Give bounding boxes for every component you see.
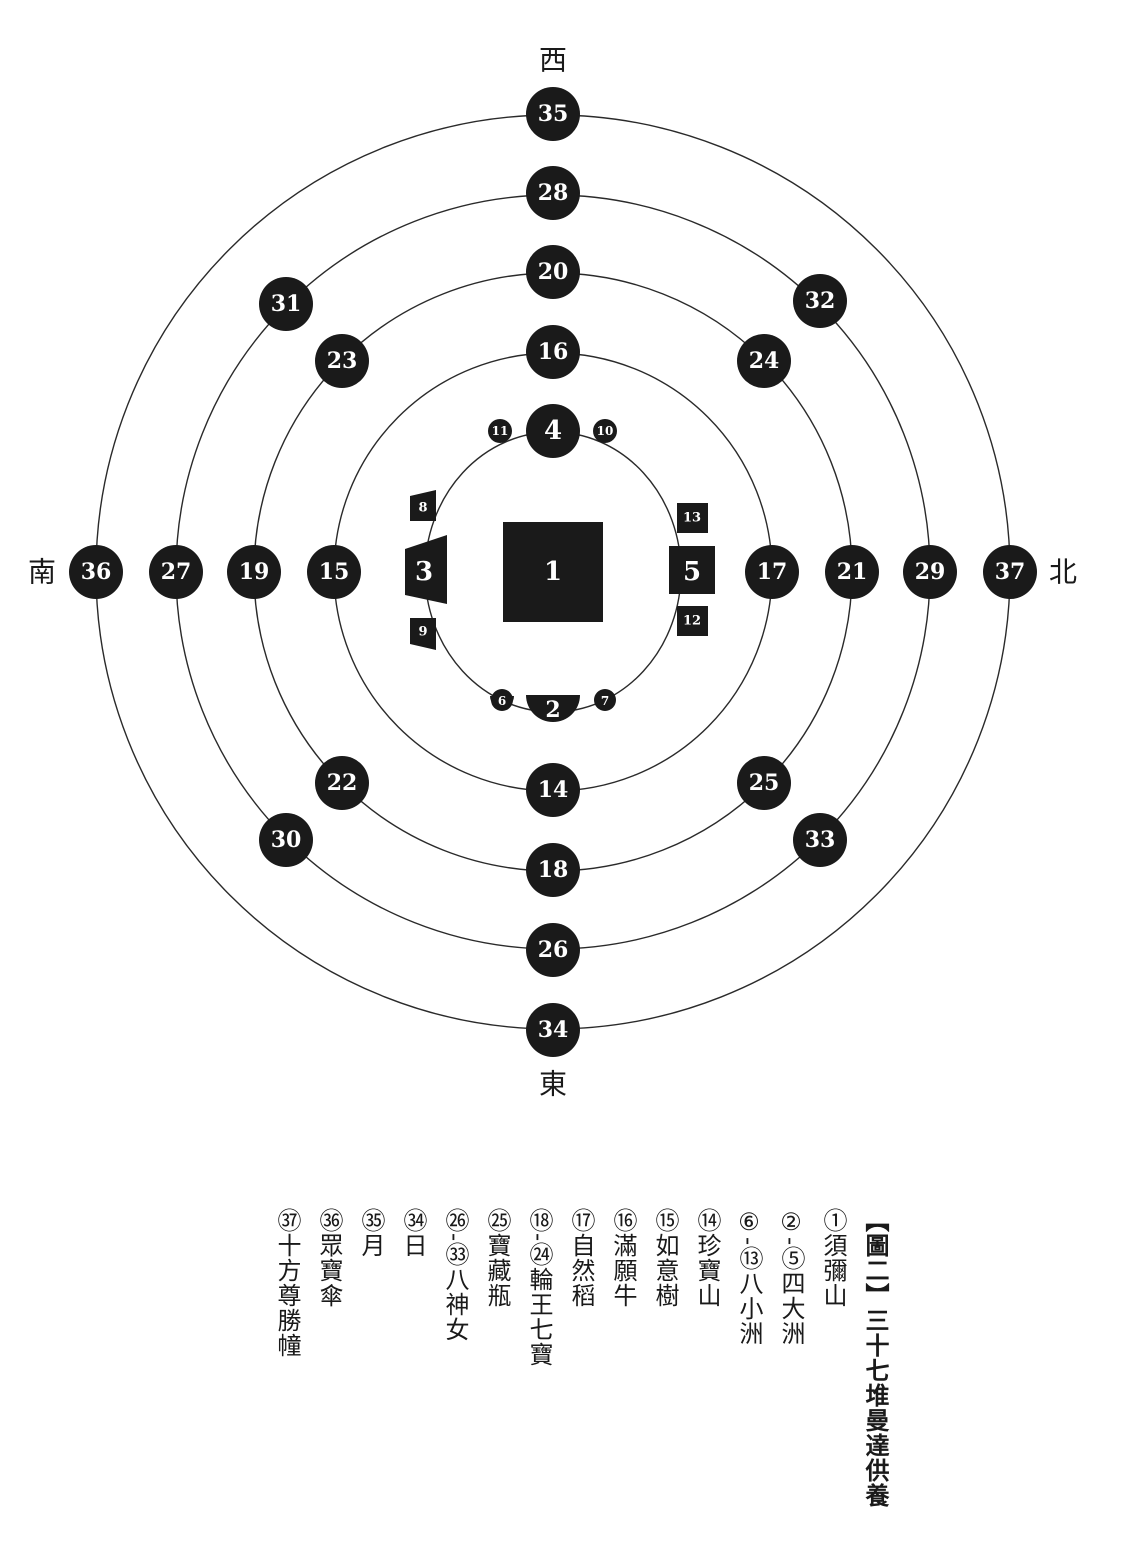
node-29: 29 bbox=[903, 545, 957, 599]
svg-text:26: 26 bbox=[538, 937, 569, 963]
svg-text:14: 14 bbox=[538, 777, 569, 803]
svg-text:28: 28 bbox=[538, 180, 569, 206]
svg-text:34: 34 bbox=[538, 1017, 569, 1043]
node-23: 23 bbox=[315, 334, 369, 388]
node-3-west-continent: 3 bbox=[405, 535, 447, 604]
svg-text:7: 7 bbox=[601, 694, 609, 708]
direction-west: 西 bbox=[539, 44, 567, 77]
svg-text:23: 23 bbox=[327, 348, 358, 374]
legend-item: ㉖-㉝八神女 bbox=[441, 1208, 469, 1343]
svg-text:37: 37 bbox=[995, 559, 1026, 585]
svg-text:5: 5 bbox=[683, 557, 701, 587]
node-12-subcontinent: 12 bbox=[677, 606, 708, 636]
svg-text:8: 8 bbox=[418, 501, 427, 516]
node-5-east-continent: 5 bbox=[669, 546, 715, 594]
direction-south: 南 bbox=[28, 556, 56, 589]
legend-item: ⑥-⑬八小洲 bbox=[735, 1208, 763, 1347]
svg-text:22: 22 bbox=[327, 770, 358, 796]
svg-text:9: 9 bbox=[418, 625, 427, 640]
node-19: 19 bbox=[227, 545, 281, 599]
svg-text:21: 21 bbox=[837, 559, 868, 585]
svg-text:20: 20 bbox=[538, 259, 569, 285]
svg-text:15: 15 bbox=[319, 559, 350, 585]
svg-text:31: 31 bbox=[271, 291, 302, 317]
svg-text:12: 12 bbox=[683, 614, 701, 629]
node-22: 22 bbox=[315, 756, 369, 810]
node-14: 14 bbox=[526, 763, 580, 817]
legend-item: ①須彌山 bbox=[819, 1208, 847, 1308]
svg-text:6: 6 bbox=[498, 694, 506, 708]
svg-text:13: 13 bbox=[683, 511, 701, 526]
legend-item: ㉟月 bbox=[357, 1208, 385, 1258]
node-11-subcontinent: 11 bbox=[488, 419, 512, 443]
legend-item: ②-⑤四大洲 bbox=[777, 1208, 805, 1347]
svg-text:24: 24 bbox=[749, 348, 780, 374]
svg-text:19: 19 bbox=[239, 559, 270, 585]
node-32: 32 bbox=[793, 274, 847, 328]
node-21: 21 bbox=[825, 545, 879, 599]
legend: 【圖二】三十七堆曼達供養 ①須彌山 ②-⑤四大洲 ⑥-⑬八小洲 ⑭珍寶山 ⑮如意… bbox=[272, 1208, 890, 1508]
node-2-south-continent: 2 bbox=[526, 695, 580, 723]
svg-text:17: 17 bbox=[757, 559, 788, 585]
node-33: 33 bbox=[793, 813, 847, 867]
svg-text:30: 30 bbox=[271, 827, 302, 853]
node-1-mount-meru: 1 bbox=[503, 522, 603, 622]
node-13-subcontinent: 13 bbox=[677, 503, 708, 533]
svg-text:25: 25 bbox=[749, 770, 780, 796]
node-35: 35 bbox=[526, 87, 580, 141]
svg-text:1: 1 bbox=[544, 557, 562, 587]
svg-text:10: 10 bbox=[597, 424, 614, 438]
node-30: 30 bbox=[259, 813, 313, 867]
svg-text:27: 27 bbox=[161, 559, 192, 585]
svg-text:11: 11 bbox=[492, 424, 509, 438]
node-17: 17 bbox=[745, 545, 799, 599]
svg-text:18: 18 bbox=[538, 857, 569, 883]
node-27: 27 bbox=[149, 545, 203, 599]
node-20: 20 bbox=[526, 245, 580, 299]
node-15: 15 bbox=[307, 545, 361, 599]
legend-item: ⑮如意樹 bbox=[651, 1208, 679, 1308]
node-24: 24 bbox=[737, 334, 791, 388]
node-26: 26 bbox=[526, 923, 580, 977]
node-4-north-continent: 4 bbox=[526, 404, 580, 458]
node-16: 16 bbox=[526, 325, 580, 379]
legend-item: ⑯滿願牛 bbox=[609, 1208, 637, 1308]
svg-text:2: 2 bbox=[545, 697, 560, 723]
legend-item: ⑱-㉔輪王七寶 bbox=[525, 1208, 553, 1368]
node-28: 28 bbox=[526, 166, 580, 220]
svg-text:32: 32 bbox=[805, 288, 836, 314]
legend-item: ㊱眾寶傘 bbox=[315, 1208, 343, 1308]
svg-text:29: 29 bbox=[915, 559, 946, 585]
svg-text:33: 33 bbox=[805, 827, 836, 853]
svg-text:35: 35 bbox=[538, 101, 569, 127]
node-10-subcontinent: 10 bbox=[593, 419, 617, 443]
legend-item: ㉕寶藏瓶 bbox=[483, 1208, 511, 1308]
node-37: 37 bbox=[983, 545, 1037, 599]
legend-item: ㊲十方尊勝幢 bbox=[273, 1208, 301, 1358]
svg-text:16: 16 bbox=[538, 339, 569, 365]
node-18: 18 bbox=[526, 843, 580, 897]
node-9-subcontinent: 9 bbox=[410, 618, 436, 650]
direction-north: 北 bbox=[1049, 556, 1077, 589]
node-6-subcontinent: 6 bbox=[490, 689, 514, 711]
direction-east: 東 bbox=[539, 1068, 567, 1101]
node-36: 36 bbox=[69, 545, 123, 599]
node-31: 31 bbox=[259, 277, 313, 331]
legend-item: ⑰自然稻 bbox=[567, 1208, 595, 1308]
svg-text:4: 4 bbox=[544, 416, 562, 446]
svg-text:3: 3 bbox=[415, 557, 433, 587]
node-34: 34 bbox=[526, 1003, 580, 1057]
legend-title: 【圖二】三十七堆曼達供養 bbox=[861, 1208, 890, 1508]
node-25: 25 bbox=[737, 756, 791, 810]
legend-item: ⑭珍寶山 bbox=[693, 1208, 721, 1308]
node-7-subcontinent: 7 bbox=[594, 689, 616, 711]
legend-item: ㉞日 bbox=[399, 1208, 427, 1258]
svg-text:36: 36 bbox=[81, 559, 112, 585]
node-8-subcontinent: 8 bbox=[410, 490, 436, 521]
